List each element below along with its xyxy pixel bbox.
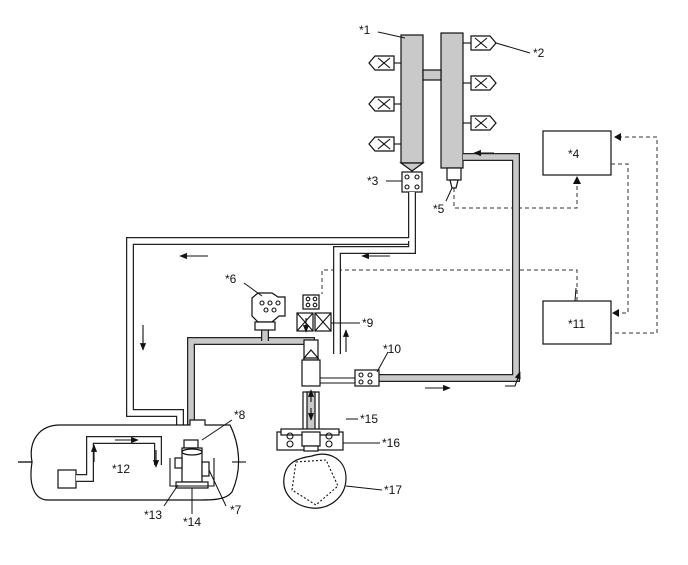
spill-control-valve — [296, 294, 332, 332]
label-7: *7 — [230, 503, 242, 517]
leader-lines — [163, 31, 577, 514]
label-8: *8 — [234, 408, 246, 422]
rail-connecting-tube — [422, 69, 442, 81]
label-16: *16 — [382, 436, 400, 450]
fuel-pressure-sensor — [446, 167, 462, 189]
flow-arrows — [90, 149, 521, 468]
ecm-box — [542, 130, 612, 176]
label-9: *9 — [362, 316, 374, 330]
low-pressure-pipe — [187, 330, 315, 437]
label-14: *14 — [183, 515, 201, 529]
epd-box — [542, 300, 612, 345]
label-5: *5 — [433, 202, 445, 216]
injector-right-1 — [463, 35, 497, 51]
label-10: *10 — [383, 342, 401, 356]
label-11: *11 — [568, 317, 585, 331]
injector-left-2 — [368, 96, 401, 112]
injector-right-3 — [463, 115, 497, 131]
pulsation-damper — [251, 292, 286, 331]
return-pipe — [126, 192, 416, 425]
label-3: *3 — [367, 174, 379, 188]
label-15: *15 — [360, 412, 378, 426]
injector-left-1 — [368, 55, 401, 71]
label-13: *13 — [144, 508, 162, 522]
label-17: *17 — [384, 483, 402, 497]
pump-lifter — [276, 428, 344, 452]
label-2: *2 — [533, 46, 545, 60]
injector-right-2 — [463, 75, 497, 91]
fuel-rail-left — [399, 34, 425, 172]
label-1: *1 — [359, 23, 371, 37]
check-valve — [320, 369, 380, 387]
pump-cam — [283, 453, 347, 509]
high-pressure-pipe — [368, 153, 520, 382]
fuel-pump-assembly — [169, 439, 215, 489]
signal-lines — [321, 133, 658, 334]
label-6: *6 — [225, 272, 237, 286]
injector-left-3 — [368, 136, 401, 152]
label-12: *12 — [112, 462, 130, 476]
label-4: *4 — [568, 147, 580, 161]
fuel-rail-right — [440, 32, 464, 169]
pressure-discharge-valve — [401, 171, 423, 193]
fuel-tank — [18, 419, 246, 501]
